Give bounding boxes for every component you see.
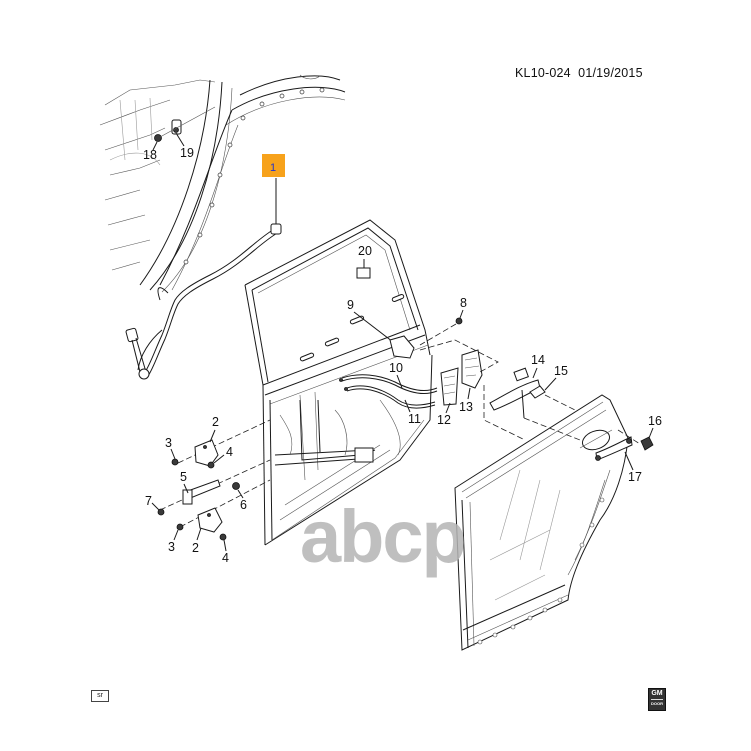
callout-18-label: 18 (143, 148, 157, 162)
watermark: abcp (300, 495, 465, 578)
belt-slots (299, 294, 405, 362)
reference-date: 01/19/2015 (578, 66, 643, 80)
part-12-inside-handle: 12 (437, 367, 459, 427)
part-20-pad: 20 (356, 244, 372, 279)
callout-19-label: 19 (180, 146, 194, 160)
hinge-group: 2 3 4 5 6 7 2 3 4 (145, 415, 271, 565)
sr-badge: sr (91, 690, 109, 702)
part-16-key-cap: 16 (617, 414, 662, 451)
callout-1-highlight (262, 154, 285, 177)
wiring-harness (125, 223, 282, 380)
part-9-bracket: 9 (347, 298, 415, 359)
gm-logo: GM DOOR (648, 688, 666, 711)
callout-1-label: 1 (270, 162, 276, 174)
part-17-outside-handle: 17 (595, 436, 642, 484)
diagram-reference: KL10-024 01/19/2015 (515, 66, 643, 80)
callout-5-label: 5 (180, 470, 187, 484)
leader-18-19 (159, 106, 216, 138)
striker-19 (171, 119, 185, 147)
callout-4-lower-label: 4 (222, 551, 229, 565)
fastener-18 (152, 134, 162, 151)
cables-10-11: 10 11 (339, 361, 438, 426)
callout-6-label: 6 (240, 498, 247, 512)
callout-12-label: 12 (437, 413, 451, 427)
door-frame (244, 219, 433, 546)
arch-rivets (183, 87, 325, 265)
part-15-cap: 15 (483, 364, 581, 441)
part-8-bolt: 8 (419, 296, 467, 346)
callout-3-lower-label: 3 (168, 540, 175, 554)
gm-logo-subtext: DOOR (651, 699, 663, 706)
callout-10-label: 10 (389, 361, 403, 375)
body-side-panel (99, 74, 346, 293)
callout-17-label: 17 (628, 470, 642, 484)
callout-2-lower-label: 2 (192, 541, 199, 555)
callout-14-label: 14 (531, 353, 545, 367)
callout-9-label: 9 (347, 298, 354, 312)
callout-8-label: 8 (460, 296, 467, 310)
part-14-outside-handle-frame: 14 (489, 353, 545, 419)
callout-13-label: 13 (459, 400, 473, 414)
part-13-latch: 13 (419, 339, 499, 414)
callout-2-upper-label: 2 (212, 415, 219, 429)
panel-holes (477, 497, 605, 645)
reference-id: KL10-024 (515, 66, 571, 80)
callout-15-label: 15 (554, 364, 568, 378)
callout-1[interactable]: 1 (262, 154, 285, 224)
outer-door-panel (454, 394, 629, 651)
callout-3-upper-label: 3 (165, 436, 172, 450)
callout-20-label: 20 (358, 244, 372, 258)
callout-16-label: 16 (648, 414, 662, 428)
callout-7-label: 7 (145, 494, 152, 508)
callout-4-upper-label: 4 (226, 445, 233, 459)
callout-11-label: 11 (408, 412, 421, 426)
gm-logo-text: GM (651, 690, 663, 697)
